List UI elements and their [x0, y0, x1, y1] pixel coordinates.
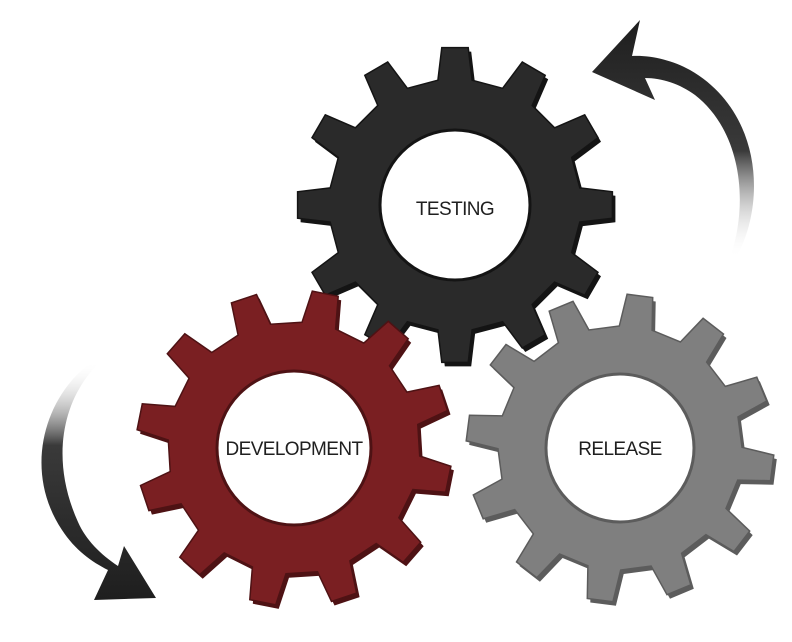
gear-testing [296, 46, 616, 367]
gear-hub-testing [378, 128, 532, 282]
gear-label-development: DEVELOPMENT [226, 439, 364, 460]
curved-arrow-icon-top-right [592, 20, 754, 258]
gear-hub-release [544, 372, 696, 524]
gear-label-testing: TESTING [416, 199, 494, 220]
gear-hub-development [215, 369, 373, 527]
gear-development [136, 290, 454, 609]
curved-arrow-icon-bottom-left [41, 362, 156, 600]
gear-release [465, 293, 777, 606]
gear-label-release: RELEASE [578, 439, 661, 460]
